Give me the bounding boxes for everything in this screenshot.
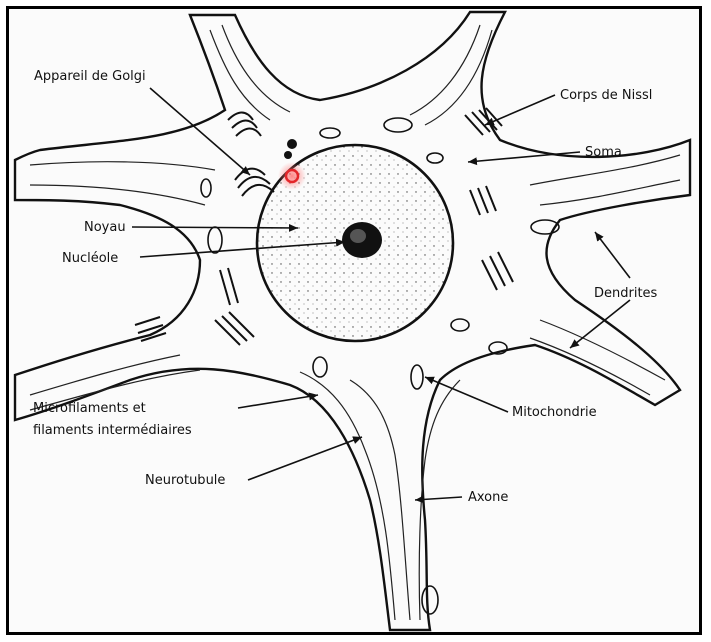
label-golgi: Appareil de Golgi bbox=[34, 69, 146, 84]
neurotubule-leader bbox=[248, 437, 362, 480]
dendrites-leader-1 bbox=[595, 232, 630, 278]
label-nucleole: Nucléole bbox=[62, 251, 118, 266]
label-mitochondrie: Mitochondrie bbox=[512, 405, 597, 420]
microfilaments-leader bbox=[238, 395, 318, 408]
nissl-leader bbox=[485, 95, 555, 125]
label-microfilaments-line1: Microfilaments et bbox=[33, 401, 146, 416]
label-soma: Soma bbox=[585, 145, 622, 160]
label-neurotubule: Neurotubule bbox=[145, 473, 225, 488]
soma-leader bbox=[468, 152, 580, 162]
dendrites-leader-2 bbox=[570, 300, 630, 348]
label-nissl: Corps de Nissl bbox=[560, 88, 652, 103]
golgi-apparatus bbox=[228, 113, 274, 197]
label-microfilaments-line2: filaments intermédiaires bbox=[33, 423, 192, 438]
label-axone: Axone bbox=[468, 490, 508, 505]
label-noyau: Noyau bbox=[84, 220, 126, 235]
mitochondrie-leader bbox=[425, 377, 508, 412]
noyau-leader bbox=[132, 227, 298, 228]
golgi-leader bbox=[150, 88, 250, 175]
label-dendrites: Dendrites bbox=[594, 286, 658, 301]
highlight-glow bbox=[278, 162, 306, 190]
